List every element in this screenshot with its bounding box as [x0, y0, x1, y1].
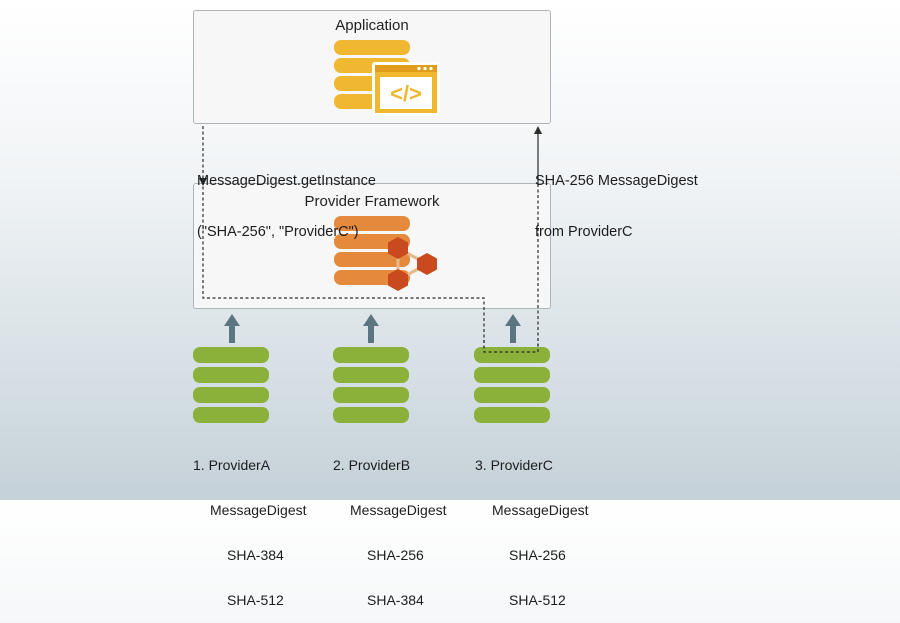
provider-arrows [224, 314, 521, 343]
request-label: MessageDigest.getInstance ("SHA-256", "P… [197, 139, 376, 258]
provider-service: MessageDigest [350, 502, 447, 518]
provider-algorithm: SHA-512 [509, 592, 566, 608]
request-path-overlay [483, 340, 539, 353]
response-arrowhead [534, 126, 542, 134]
provider-framework-box: Provider Framework [193, 183, 551, 309]
framework-icon [334, 216, 437, 291]
response-label-line1: SHA-256 MessageDigest [535, 173, 698, 189]
provider-algorithm: SHA-256 [509, 547, 566, 563]
provider-algorithm: SHA-384 [367, 592, 424, 608]
request-label-line2: ("SHA-256", "ProviderC") [197, 224, 359, 240]
provider-name: 3. ProviderC [475, 457, 553, 473]
request-arrowhead [199, 178, 207, 186]
request-path [202, 126, 539, 353]
provider-b-label: 2. ProviderB MessageDigest SHA-256 SHA-3… [333, 428, 447, 623]
provider-c-stack-icon [474, 347, 550, 423]
provider-algorithm: SHA-384 [227, 547, 284, 563]
provider-service: MessageDigest [210, 502, 307, 518]
application-icon: </> [334, 40, 440, 116]
response-label: SHA-256 MessageDigest from ProviderC [535, 139, 698, 258]
provider-framework-title: Provider Framework [304, 193, 440, 210]
application-title: Application [335, 17, 409, 34]
arrow-up-icon [224, 314, 240, 343]
provider-c-label: 3. ProviderC MessageDigest SHA-256 SHA-5… [475, 428, 589, 623]
code-window-icon: </> [372, 62, 440, 116]
request-label-line1: MessageDigest.getInstance [197, 173, 376, 189]
provider-a-stack-icon [193, 347, 269, 423]
svg-text:</>: </> [390, 81, 422, 106]
provider-algorithm: SHA-256 [367, 547, 424, 563]
response-label-line2: from ProviderC [535, 224, 633, 240]
provider-algorithm: SHA-512 [227, 592, 284, 608]
provider-name: 1. ProviderA [193, 457, 271, 473]
arrow-up-icon [505, 314, 521, 343]
provider-service: MessageDigest [492, 502, 589, 518]
network-nodes-icon [388, 237, 437, 291]
provider-a-label: 1. ProviderA MessageDigest SHA-384 SHA-5… [193, 428, 307, 623]
arrow-up-icon [363, 314, 379, 343]
provider-b-stack-icon [333, 347, 409, 423]
provider-name: 2. ProviderB [333, 457, 411, 473]
diagram-graphics: </> [193, 40, 550, 423]
